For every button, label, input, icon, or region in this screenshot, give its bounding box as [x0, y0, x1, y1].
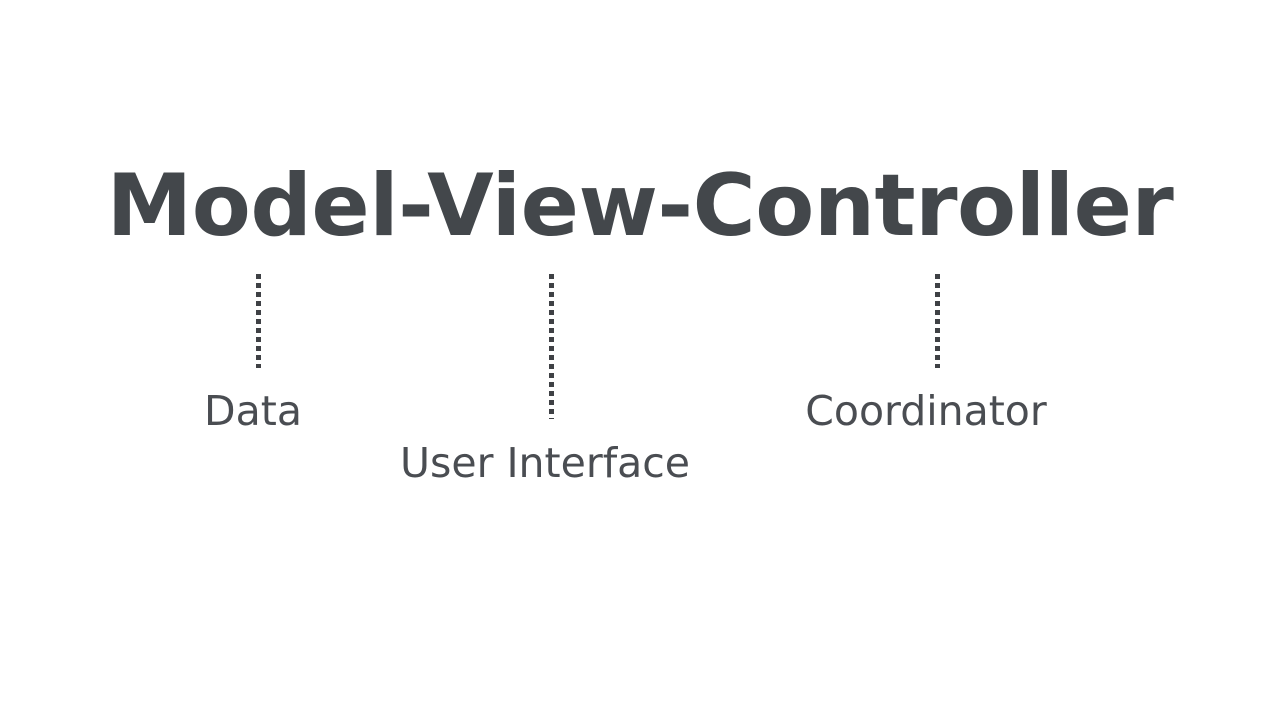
- controller-connector-line: [935, 274, 940, 368]
- page-title: Model-View-Controller: [106, 156, 1174, 256]
- view-label: User Interface: [399, 439, 691, 487]
- controller-label: Coordinator: [805, 387, 1047, 435]
- model-connector-line: [256, 274, 261, 368]
- view-connector-line: [549, 274, 554, 419]
- model-label: Data: [204, 387, 302, 435]
